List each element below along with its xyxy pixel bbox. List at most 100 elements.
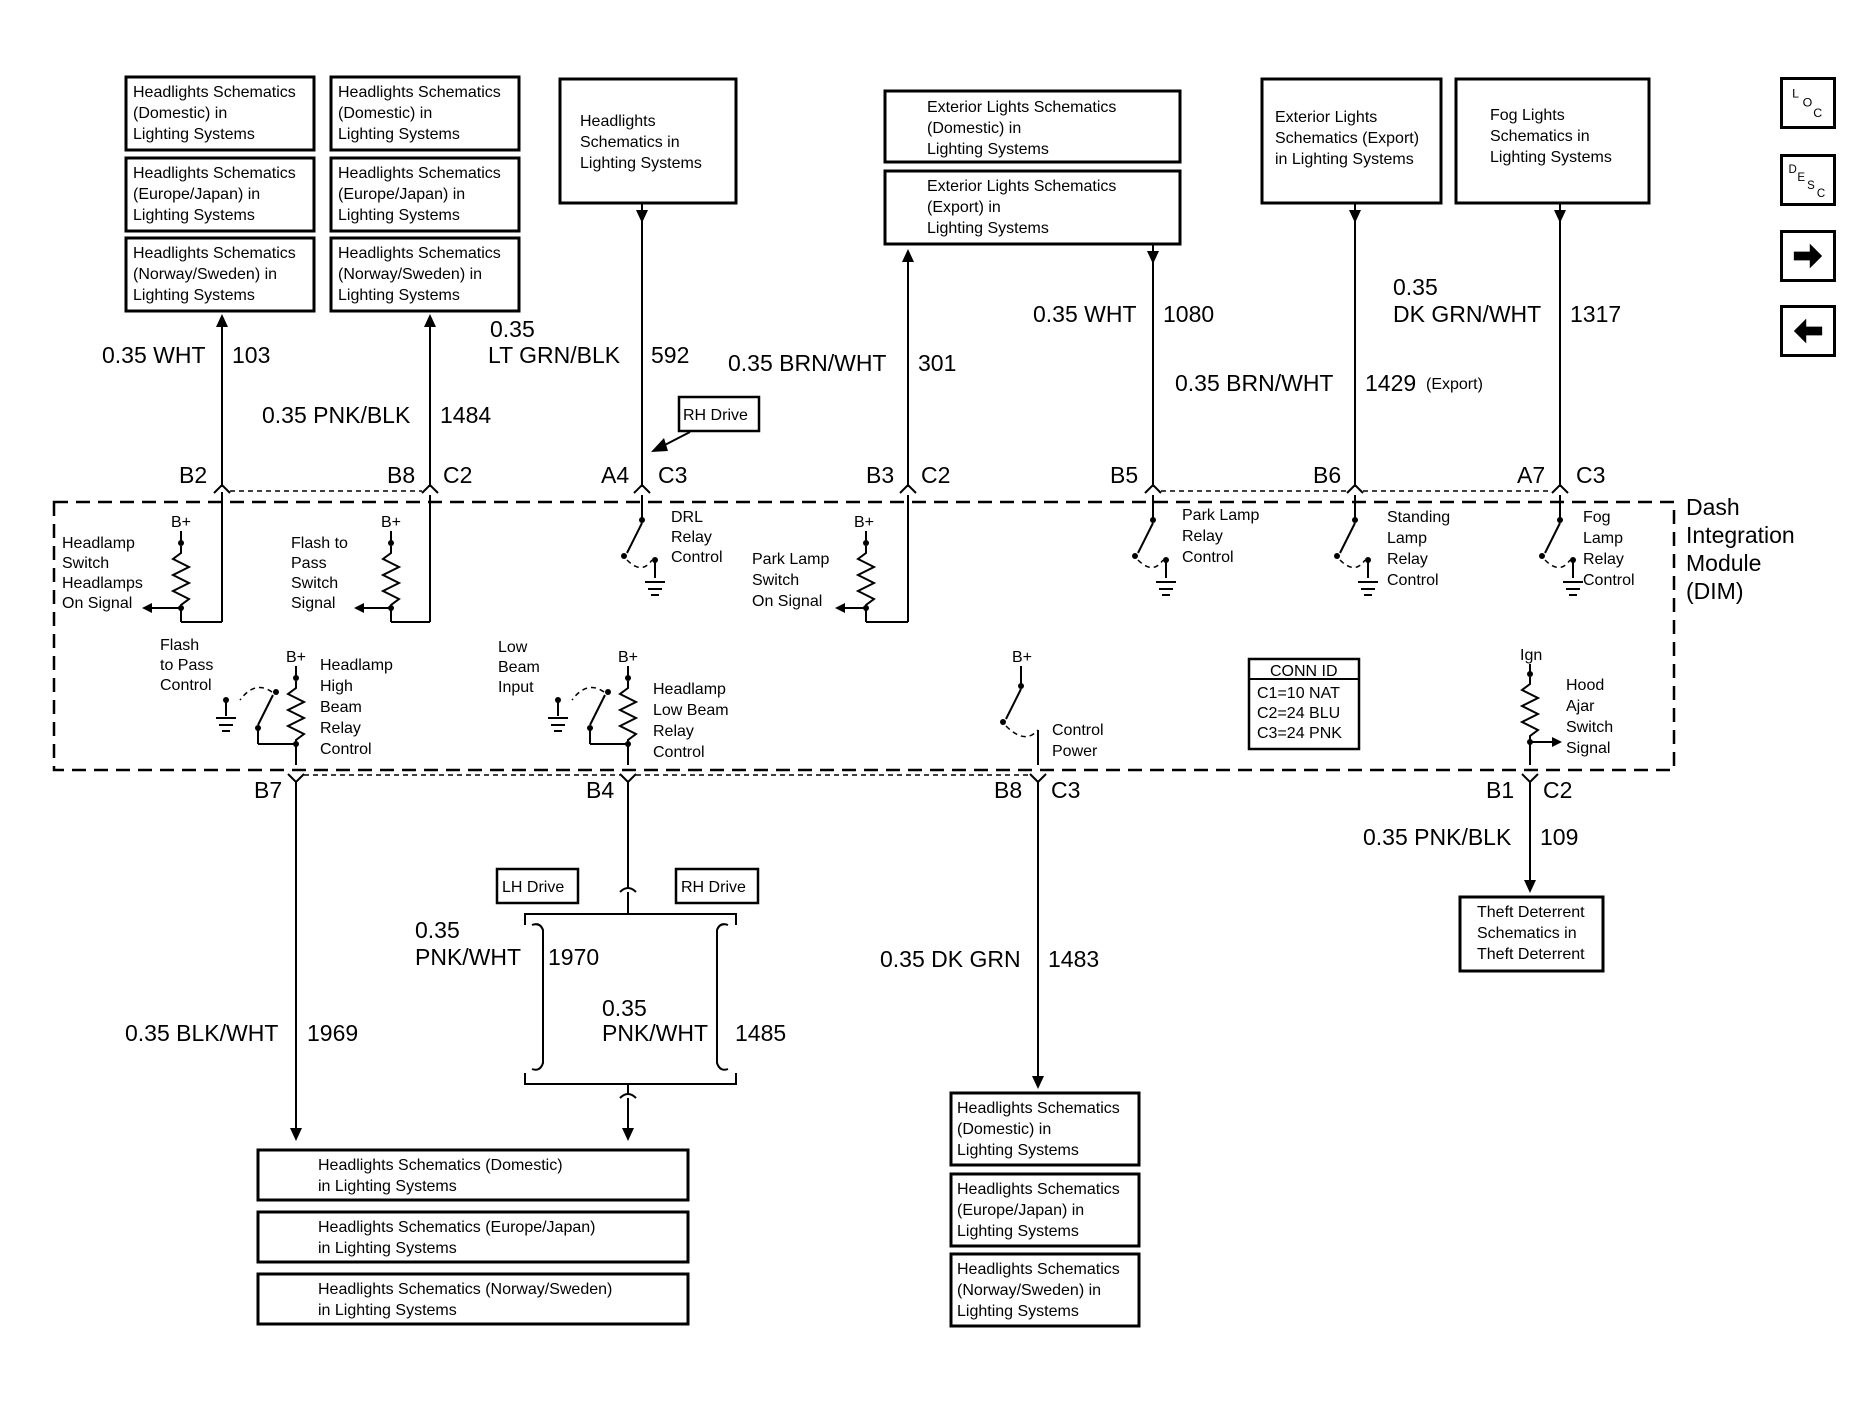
box-stack-bottom-left[interactable]: Headlights Schematics (Domestic) in Ligh… — [256, 1148, 690, 1326]
wire-label-592-circuit: 592 — [651, 342, 689, 368]
box-text: Lighting Systems — [580, 155, 702, 172]
box-text: Lighting Systems — [957, 1142, 1079, 1159]
next-button[interactable] — [1780, 230, 1836, 282]
box-stack-top-left-2[interactable]: Headlights Schematics (Domestic) in Ligh… — [329, 75, 521, 313]
wire-label-1317-circuit: 1317 — [1570, 301, 1621, 327]
svg-text:CONN ID: CONN ID — [1270, 663, 1338, 680]
wire-label-1970-gauge: 0.35 — [415, 917, 460, 943]
wire-label-1080-gauge: 0.35 WHT — [1033, 301, 1137, 327]
box-stack-bottom-center[interactable]: Headlights Schematics (Domestic) in Ligh… — [949, 1091, 1141, 1328]
control-power-circuit: B+ Control Power — [1000, 649, 1104, 765]
wire-label-1484-circuit: 1484 — [440, 402, 491, 428]
svg-text:Pass: Pass — [291, 555, 327, 572]
box-text: in Lighting Systems — [318, 1178, 457, 1195]
box-text: Headlights — [580, 113, 656, 130]
svg-text:Control: Control — [671, 549, 723, 566]
arrow-up-icon — [902, 249, 914, 262]
wire-label-1485-circuit: 1485 — [735, 1020, 786, 1046]
svg-text:Control: Control — [1182, 549, 1234, 566]
box-fog-lights[interactable]: Fog Lights Schematics in Lighting System… — [1454, 77, 1651, 205]
arrow-down-icon — [1349, 210, 1361, 223]
svg-text:Control: Control — [320, 741, 372, 758]
pin-label: C3 — [658, 462, 687, 488]
svg-text:Beam: Beam — [498, 659, 540, 676]
svg-text:Switch: Switch — [752, 572, 799, 589]
svg-text:Low Beam: Low Beam — [653, 702, 729, 719]
box-exterior-export[interactable]: Exterior Lights Schematics (Export) in L… — [883, 169, 1182, 246]
park-lamp-relay-control: Park Lamp Relay Control — [1132, 495, 1259, 596]
svg-text:Headlamp: Headlamp — [62, 535, 135, 552]
box-exterior-domestic[interactable]: Exterior Lights Schematics (Domestic) in… — [883, 89, 1182, 164]
svg-text:S: S — [1807, 180, 1815, 192]
box-text: Lighting Systems — [133, 207, 255, 224]
pin-label: B5 — [1110, 462, 1138, 488]
loc-button[interactable]: L O C — [1780, 77, 1836, 129]
box-text: Lighting Systems — [927, 141, 1049, 158]
svg-text:D: D — [1789, 164, 1797, 176]
box-text: Schematics in — [1477, 925, 1577, 942]
svg-text:B+: B+ — [381, 514, 401, 531]
svg-text:Power: Power — [1052, 743, 1098, 760]
pin-label: B2 — [179, 462, 207, 488]
svg-text:Signal: Signal — [291, 595, 335, 612]
svg-text:Ign: Ign — [1520, 647, 1542, 664]
connector-chevrons-top — [213, 483, 1569, 494]
box-text: Schematics in — [1490, 128, 1590, 145]
box-text: Headlights Schematics (Domestic) — [318, 1157, 563, 1174]
arrow-right-icon — [1793, 243, 1823, 269]
svg-text:Switch: Switch — [1566, 719, 1613, 736]
flash-to-pass-switch-circuit: B+ Flash to Pass Switch Signal — [291, 495, 431, 623]
box-exterior-export-right[interactable]: Exterior Lights Schematics (Export) in L… — [1260, 77, 1443, 205]
svg-text:L: L — [1792, 87, 1799, 101]
svg-text:Relay: Relay — [1583, 551, 1624, 568]
svg-text:to Pass: to Pass — [160, 657, 213, 674]
box-text: (Domestic) in — [133, 105, 227, 122]
svg-text:On Signal: On Signal — [752, 593, 822, 610]
box-text: Lighting Systems — [338, 207, 460, 224]
desc-button[interactable]: D E S C — [1780, 154, 1836, 206]
wire-label-1969-circuit: 1969 — [307, 1020, 358, 1046]
svg-text:Control: Control — [653, 744, 705, 761]
svg-text:Hood: Hood — [1566, 677, 1604, 694]
svg-text:RH Drive: RH Drive — [683, 407, 748, 424]
svg-text:Headlamps: Headlamps — [62, 575, 143, 592]
svg-text:Flash: Flash — [160, 637, 199, 654]
box-text: Lighting Systems — [927, 220, 1049, 237]
wire-label-1317-gauge: 0.35 — [1393, 274, 1438, 300]
arrow-down-icon — [622, 1128, 634, 1141]
box-text: Lighting Systems — [133, 287, 255, 304]
box-text: Headlights Schematics — [957, 1261, 1120, 1278]
arrow-icon — [651, 438, 668, 452]
arrow-down-icon — [1032, 1076, 1044, 1089]
ground-icon — [216, 717, 236, 732]
box-stack-top-left-1[interactable]: Headlights Schematics (Domestic) in Ligh… — [124, 75, 316, 313]
svg-text:B+: B+ — [618, 649, 638, 666]
ground-icon — [645, 581, 665, 596]
pin-label: C2 — [921, 462, 950, 488]
svg-text:High: High — [320, 678, 353, 695]
svg-text:Lamp: Lamp — [1387, 530, 1427, 547]
box-text: Theft Deterrent — [1477, 946, 1585, 963]
box-text: (Norway/Sweden) in — [133, 266, 277, 283]
svg-text:C2=24 BLU: C2=24 BLU — [1257, 705, 1340, 722]
box-headlights-center[interactable]: Headlights Schematics in Lighting System… — [558, 77, 738, 205]
box-text: Lighting Systems — [338, 126, 460, 143]
box-theft-deterrent[interactable]: Theft Deterrent Schematics in Theft Dete… — [1458, 895, 1605, 973]
svg-text:Low: Low — [498, 639, 528, 656]
svg-text:B+: B+ — [286, 649, 306, 666]
box-text: (Europe/Japan) in — [338, 186, 465, 203]
pin-label: A4 — [601, 462, 629, 488]
wire-label-1429-gauge: 0.35 BRN/WHT — [1175, 370, 1333, 396]
rh-drive-tag-top: RH Drive — [651, 395, 761, 452]
svg-text:B+: B+ — [1012, 649, 1032, 666]
prev-button[interactable] — [1780, 305, 1836, 357]
svg-text:Headlamp: Headlamp — [653, 681, 726, 698]
svg-text:Control: Control — [1052, 722, 1104, 739]
box-text: Schematics in — [580, 134, 680, 151]
pin-label: C3 — [1051, 777, 1080, 803]
hood-ajar-switch-circuit: Ign Hood Ajar Switch Signal — [1519, 647, 1613, 765]
park-lamp-switch-circuit: B+ Park Lamp Switch On Signal — [752, 495, 909, 623]
box-text: (Export) in — [927, 199, 1001, 216]
box-text: Exterior Lights Schematics — [927, 99, 1116, 116]
